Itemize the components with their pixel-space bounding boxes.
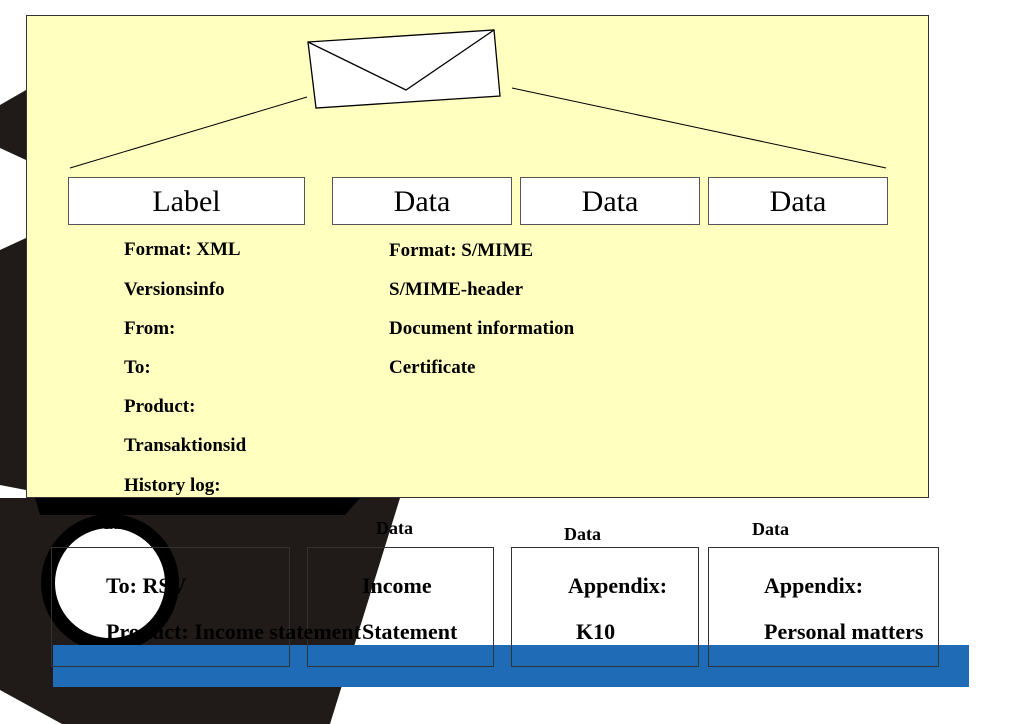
connector-right: [511, 87, 887, 169]
dark-shape-middle: [0, 238, 26, 490]
doc-box-label: [51, 547, 290, 667]
bottom-small-label-data-1: Data: [376, 518, 413, 538]
doc-box-income: [307, 547, 494, 667]
doc-box-label-line2: Product: Income statement: [106, 619, 361, 644]
envelope-icon: [307, 29, 501, 109]
bottom-small-label-label: Label: [104, 518, 139, 533]
header-box-data-1: Data: [332, 177, 512, 225]
label-field-to: To:: [124, 357, 151, 378]
data-field-format: Format: S/MIME: [389, 240, 534, 261]
doc-box-appendix-personal: [708, 547, 939, 667]
data-field-document-information: Document information: [389, 318, 575, 339]
label-field-from: From:: [124, 318, 176, 339]
header-box-data-2: Data: [520, 177, 700, 225]
doc-box-label-line1: To: RSV: [106, 573, 187, 598]
data-field-smime-header: S/MIME-header: [389, 279, 524, 300]
doc-box-income-line2: Statement: [362, 619, 458, 644]
header-box-label: Label: [68, 177, 305, 225]
label-field-product: Product:: [124, 396, 196, 417]
outline-band: [35, 498, 360, 515]
header-box-data-3: Data: [708, 177, 888, 225]
doc-box-appendix-personal-line1: Appendix:: [764, 573, 864, 598]
dark-shape-top: [0, 90, 26, 160]
bottom-small-label-data-3: Data: [752, 519, 789, 539]
bottom-small-label-data-2: Data: [564, 524, 601, 544]
connector-left: [69, 96, 308, 169]
label-field-transaktionsid: Transaktionsid: [124, 435, 247, 456]
label-field-format: Format: XML: [124, 239, 241, 260]
doc-box-appendix-k10: [511, 547, 699, 667]
label-field-history-log: History log:: [124, 475, 221, 496]
label-field-versionsinfo: Versionsinfo: [124, 279, 225, 300]
doc-box-appendix-k10-line2: K10: [576, 619, 616, 644]
doc-box-income-line1: Income: [362, 573, 432, 598]
doc-box-appendix-k10-line1: Appendix:: [568, 573, 668, 598]
doc-box-appendix-personal-line2: Personal matters: [764, 619, 924, 644]
data-field-certificate: Certificate: [389, 357, 476, 378]
